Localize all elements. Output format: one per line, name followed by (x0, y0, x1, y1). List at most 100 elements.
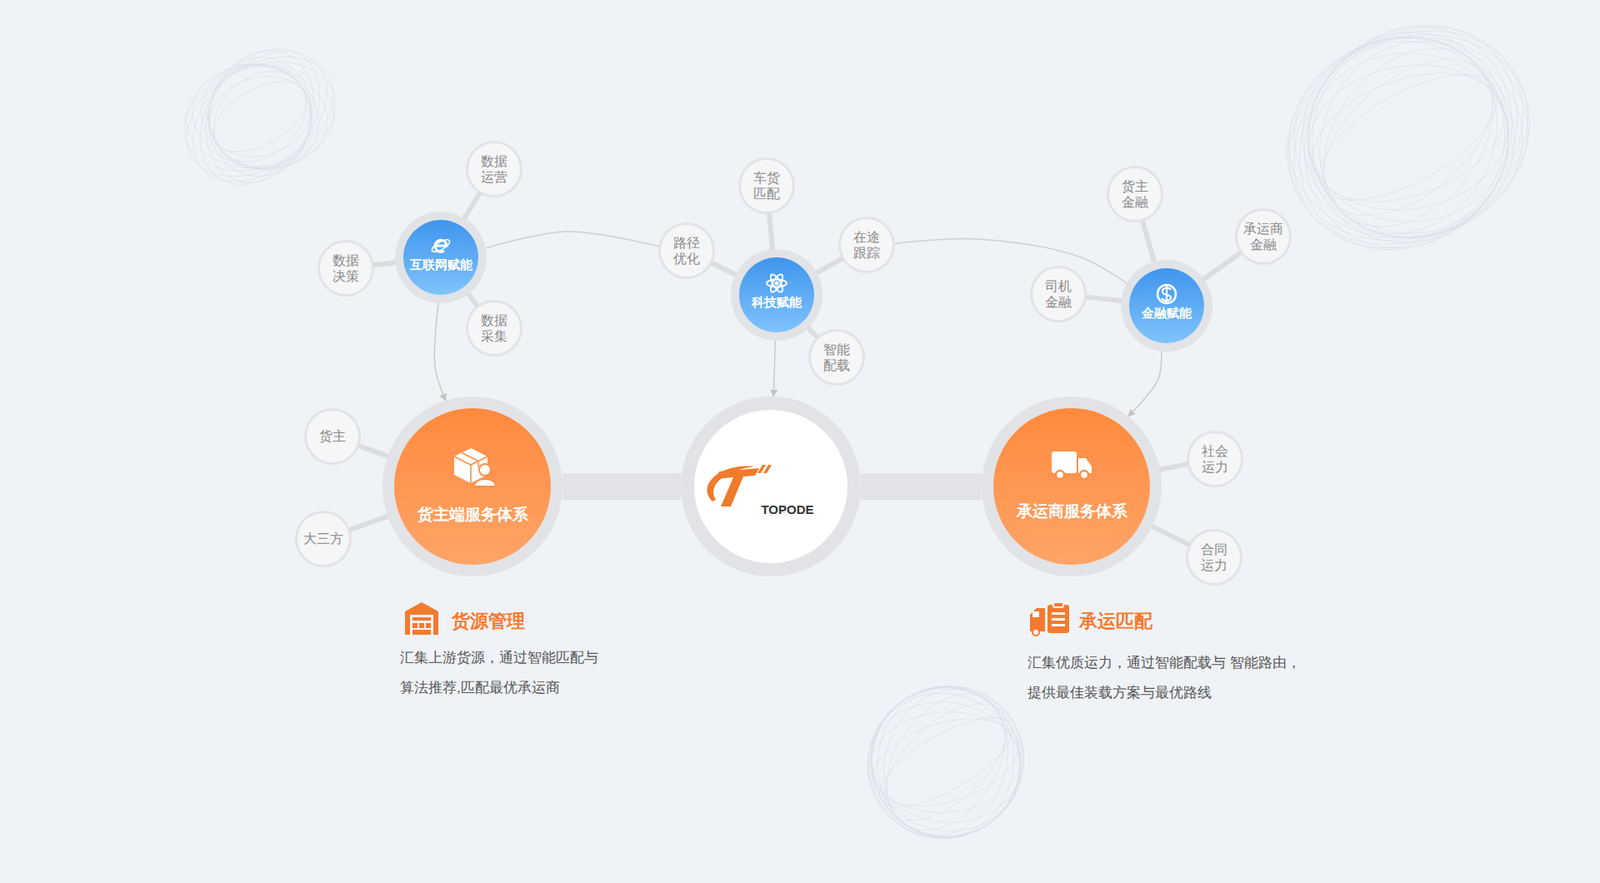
node-label: 路径 优化 (673, 235, 700, 267)
circle-fill (810, 331, 863, 384)
satellite-circle-shape (1030, 265, 1087, 323)
wireframe-stroke (862, 692, 1029, 834)
wireframe-stroke (182, 60, 339, 175)
circle-ring (738, 157, 795, 215)
branch-connector (1204, 253, 1241, 280)
branch-connector (359, 445, 388, 456)
node-text-block: 在途 跟踪 (853, 229, 880, 261)
circle-ring (1106, 165, 1164, 223)
branch-connector (816, 259, 842, 274)
circle-fill (840, 219, 893, 271)
wireframe-stroke (1289, 15, 1528, 260)
circle-fill (1109, 168, 1161, 220)
atom-icon (766, 272, 787, 294)
circle-ring (304, 408, 361, 465)
clipboard-line (1051, 612, 1065, 615)
satellite-circle: 数据 决策 (317, 240, 375, 297)
wireframe-stroke (840, 658, 1053, 868)
arrow-connector (773, 340, 775, 397)
wireframe-stroke (1249, 0, 1568, 294)
circle-fill (739, 257, 815, 333)
wireframe-stroke (849, 667, 1043, 857)
node-text-block: 数据 运营 (480, 153, 508, 185)
node-text-block: 科技赋能 (751, 295, 802, 310)
satellite-circle: 货主 (304, 408, 361, 465)
circle-fill (468, 143, 520, 195)
warehouse-box (425, 623, 431, 629)
wireframe-stroke (1286, 20, 1530, 255)
capability-circle: 金融赋能 (1120, 260, 1213, 352)
node-label: TOPODE (760, 502, 814, 518)
node-label: 数据 采集 (480, 312, 508, 345)
truck-wheel (1032, 629, 1040, 636)
arrow-connector (1128, 351, 1162, 417)
satellite-circle-shape (465, 140, 523, 198)
hub-circle: TOPODE (680, 396, 861, 577)
service-circle-shape (981, 396, 1162, 577)
wireframe-stroke (1308, 53, 1509, 223)
satellite-circle-shape (838, 216, 895, 274)
wireframe-stroke (1294, 29, 1522, 247)
circle-fill (740, 160, 793, 212)
node-text-block: 司机 金融 (1045, 278, 1072, 310)
wireframe-stroke (1293, 25, 1524, 250)
node-label: 承运商 金融 (1243, 220, 1284, 253)
branch-connector (808, 328, 817, 338)
person-body (474, 479, 496, 487)
capability-circle: 互联网赋能 (395, 211, 487, 304)
satellite-circle-shape (738, 157, 795, 215)
node-label: 数据 运营 (480, 153, 508, 185)
circle-ring (730, 249, 823, 341)
service-circle-shape (382, 396, 563, 577)
satellite-circle-shape (1106, 165, 1164, 223)
wireframe-stroke (167, 25, 352, 208)
wireframe-stroke (1254, 0, 1562, 295)
carrier-match-icon (1028, 601, 1072, 637)
warehouse-icon (403, 600, 440, 637)
node-label: 社会 运力 (1201, 443, 1229, 475)
ie-icon (430, 237, 451, 255)
satellite-circle: 合同 运力 (1185, 529, 1243, 586)
satellite-circle: 数据 运营 (465, 140, 523, 198)
circle-fill (1129, 268, 1205, 344)
service-circle: 承运商服务体系 (981, 396, 1162, 577)
warehouse-box (412, 623, 418, 629)
wireframe-stroke (842, 659, 1050, 866)
truck-body (1051, 451, 1077, 474)
arrow-connector (434, 303, 445, 401)
satellite-circle-shape (808, 329, 865, 386)
truck-wheel (1055, 470, 1065, 480)
truck-cab (1030, 608, 1045, 632)
warehouse-box (419, 623, 425, 629)
circle-fill (1032, 268, 1085, 320)
satellite-circle-shape (317, 240, 375, 297)
person-head (479, 464, 491, 476)
node-text-block: 社会 运力 (1201, 443, 1229, 475)
wireframe-stroke (187, 34, 334, 199)
circle-ring (465, 140, 523, 198)
wireframe-stroke (862, 703, 1030, 823)
wireframe-sphere (165, 25, 355, 208)
satellite-circle-shape (658, 222, 715, 280)
node-label: 数据 决策 (332, 252, 360, 285)
satellite-circle: 社会 运力 (1186, 430, 1244, 488)
warehouse-roof (405, 602, 439, 635)
wireframe-stroke (200, 50, 320, 184)
node-text-block: 大三方 (303, 530, 344, 547)
node-text-block: 智能 配载 (823, 341, 850, 374)
capability-circle: 科技赋能 (730, 249, 823, 341)
circle-ring (465, 300, 523, 357)
atom-core (775, 281, 780, 286)
node-label: 智能 配载 (823, 341, 850, 374)
atom-orbit (768, 272, 785, 294)
node-text-block: 货主 金融 (1121, 178, 1149, 210)
circle-ring (658, 222, 715, 280)
wireframe-stroke (867, 706, 1025, 818)
circle-fill (320, 242, 372, 295)
node-label: 金融赋能 (1141, 305, 1192, 321)
clipboard (1047, 605, 1070, 634)
section-heading: 货源管理 (451, 610, 525, 634)
node-text-block: 承运商 金融 (1243, 220, 1284, 253)
clipboard-line (1051, 618, 1065, 621)
